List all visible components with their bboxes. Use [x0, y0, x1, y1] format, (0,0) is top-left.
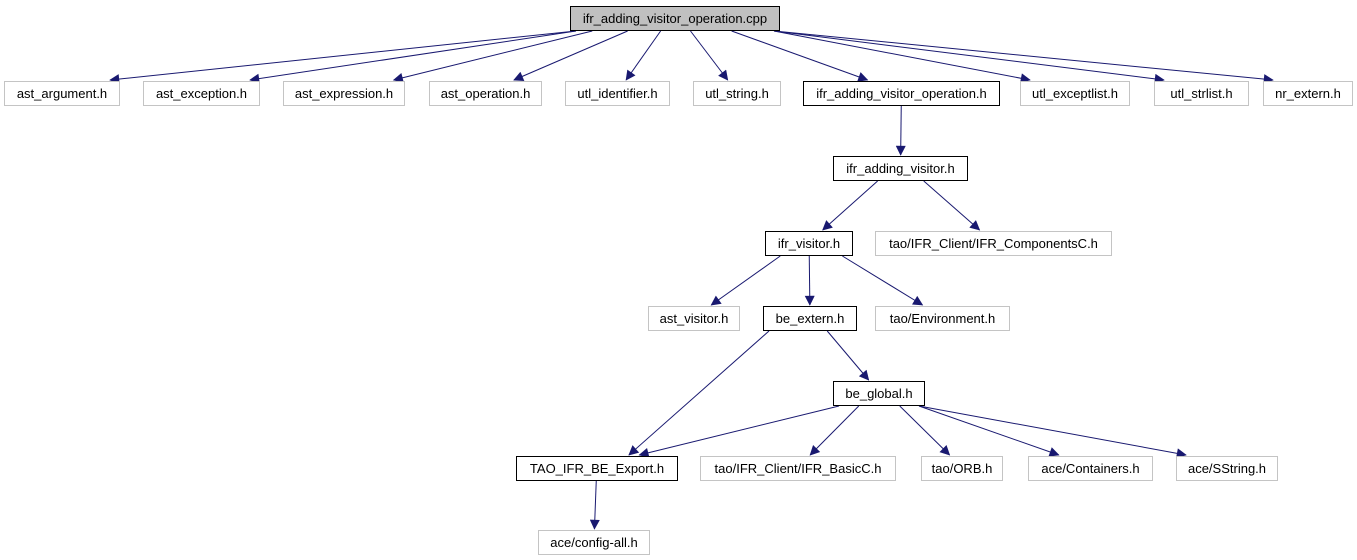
graph-node-ast_argument: ast_argument.h: [4, 81, 120, 106]
graph-edge-ifr_adding_visitor-to-ifr_components: [923, 180, 981, 231]
graph-edge-main-to-ast_operation: [513, 30, 628, 81]
graph-edge-be_global-to-sstring: [918, 405, 1187, 459]
graph-edge-main-to-ast_argument: [109, 30, 577, 85]
graph-edge-be_global-to-ifr_basic: [809, 405, 860, 456]
graph-node-be_extern[interactable]: be_extern.h: [763, 306, 857, 331]
graph-node-nr_extern: nr_extern.h: [1263, 81, 1353, 106]
graph-edge-main-to-ast_expression: [392, 30, 593, 83]
graph-node-ast_exception: ast_exception.h: [143, 81, 260, 106]
graph-edge-be_global-to-tao_ifr_be_export: [638, 405, 840, 458]
graph-node-tao_ifr_be_export[interactable]: TAO_IFR_BE_Export.h: [516, 456, 678, 481]
graph-node-sstring: ace/SString.h: [1176, 456, 1278, 481]
graph-edge-main-to-utl_identifier: [625, 30, 662, 81]
graph-node-ast_operation: ast_operation.h: [429, 81, 542, 106]
graph-node-ifr_op_h[interactable]: ifr_adding_visitor_operation.h: [803, 81, 1000, 106]
graph-node-ast_expression: ast_expression.h: [283, 81, 405, 106]
graph-node-ifr_adding_visitor[interactable]: ifr_adding_visitor.h: [833, 156, 968, 181]
graph-node-utl_strlist: utl_strlist.h: [1154, 81, 1249, 106]
graph-edge-main-to-utl_strlist: [773, 30, 1165, 84]
graph-node-utl_exceptlist: utl_exceptlist.h: [1020, 81, 1130, 106]
graph-node-ifr_components: tao/IFR_Client/IFR_ComponentsC.h: [875, 231, 1112, 256]
graph-node-utl_identifier: utl_identifier.h: [565, 81, 670, 106]
graph-node-ifr_visitor[interactable]: ifr_visitor.h: [765, 231, 853, 256]
graph-node-orb: tao/ORB.h: [921, 456, 1003, 481]
graph-edge-main-to-utl_exceptlist: [773, 30, 1031, 84]
graph-edge-be_extern-to-be_global: [826, 330, 870, 381]
graph-edge-be_extern-to-tao_ifr_be_export: [628, 330, 770, 456]
graph-edge-ifr_visitor-to-be_extern: [804, 255, 815, 306]
graph-edge-ifr_adding_visitor-to-ifr_visitor: [822, 180, 878, 231]
graph-node-environment: tao/Environment.h: [875, 306, 1010, 331]
graph-edge-tao_ifr_be_export-to-config_all: [589, 480, 600, 530]
graph-node-main: ifr_adding_visitor_operation.cpp: [570, 6, 780, 31]
graph-node-ifr_basic: tao/IFR_Client/IFR_BasicC.h: [700, 456, 896, 481]
graph-node-ast_visitor: ast_visitor.h: [648, 306, 740, 331]
graph-edge-main-to-ifr_op_h: [731, 30, 869, 82]
graph-edge-be_global-to-orb: [899, 405, 951, 456]
graph-edge-main-to-ast_exception: [249, 30, 577, 84]
graph-edge-ifr_visitor-to-ast_visitor: [710, 255, 781, 306]
graph-edge-be_global-to-containers: [918, 405, 1060, 457]
graph-node-be_global[interactable]: be_global.h: [833, 381, 925, 406]
graph-node-containers: ace/Containers.h: [1028, 456, 1153, 481]
graph-node-config_all: ace/config-all.h: [538, 530, 650, 555]
graph-edge-ifr_visitor-to-environment: [842, 255, 924, 306]
graph-node-utl_string: utl_string.h: [693, 81, 781, 106]
graph-edge-main-to-nr_extern: [773, 30, 1274, 85]
graph-edge-ifr_op_h-to-ifr_adding_visitor: [895, 105, 906, 156]
graph-edge-main-to-utl_string: [690, 30, 729, 81]
